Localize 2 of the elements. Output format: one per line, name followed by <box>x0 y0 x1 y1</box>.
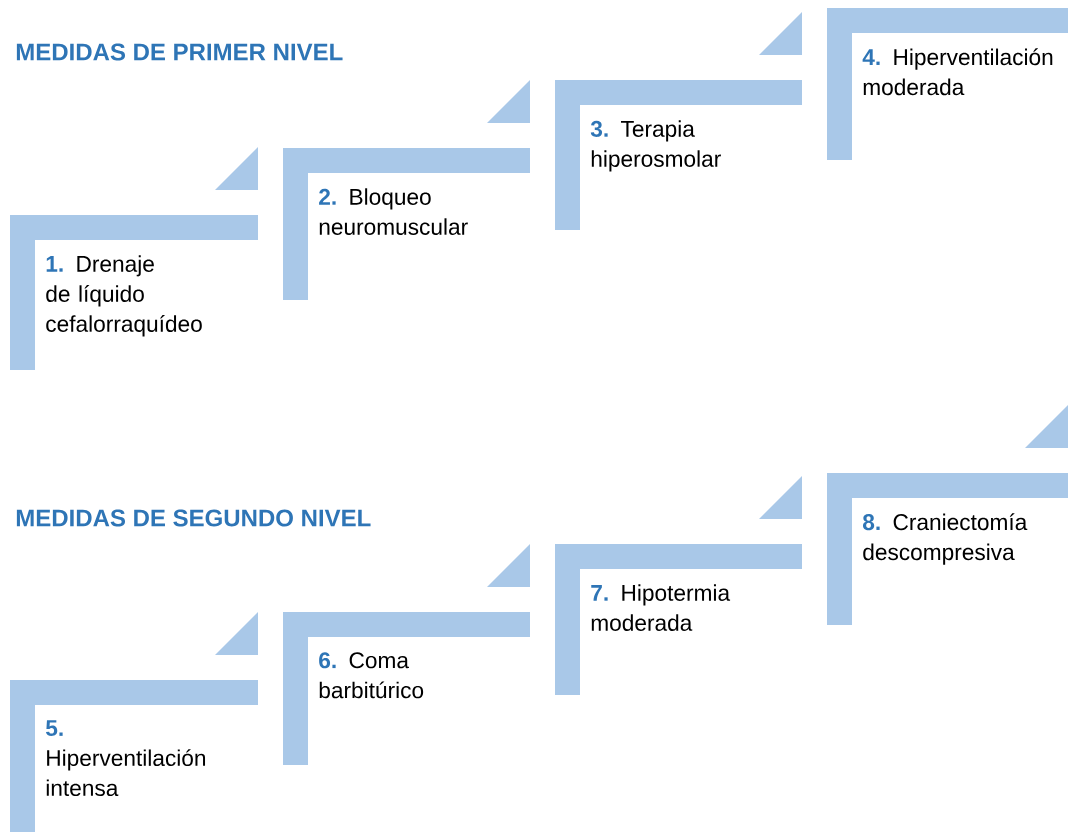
section-heading: MEDIDAS DE SEGUNDO NIVEL <box>16 509 371 527</box>
section-heading: MEDIDAS DE PRIMER NIVEL <box>16 43 343 61</box>
